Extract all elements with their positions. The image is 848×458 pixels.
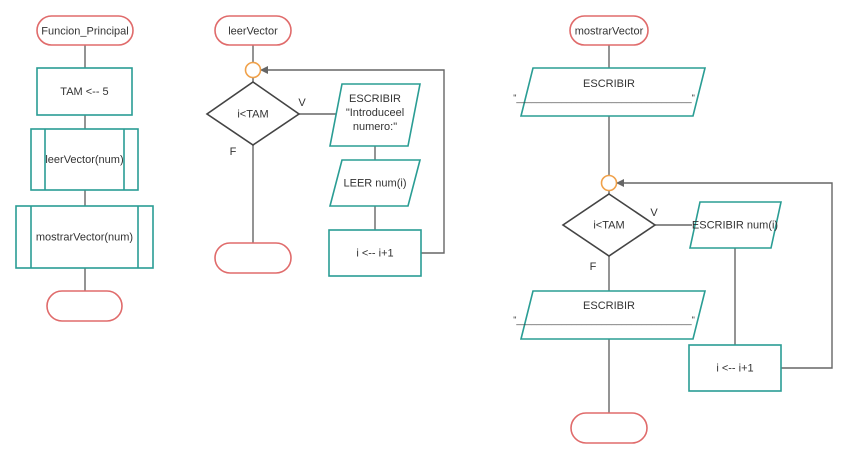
- read-increment-process: [328, 229, 422, 277]
- show-title: mostrarVector: [575, 26, 644, 38]
- read-input-label: LEER num(i): [344, 178, 407, 190]
- write-bottom-separator-io: [519, 290, 707, 340]
- read-false-label: F: [230, 146, 237, 158]
- write-prompt-line2: "Introduceel: [346, 107, 404, 119]
- read-loop-connector: [244, 61, 262, 79]
- write-top-line2: "___________________________________": [513, 93, 695, 103]
- call-read-vector-subprocess: [30, 128, 139, 191]
- write-item-io: [689, 201, 782, 249]
- call-read-vector-label: leerVector(num): [45, 154, 123, 166]
- main-flowchart: Funcion_Principal TAM <-- 5 leerVector(n…: [15, 15, 154, 322]
- show-increment-process: [688, 344, 782, 392]
- show-vector-flowchart: mostrarVector ESCRIBIR "________________…: [513, 15, 833, 444]
- loop-back-line: [616, 179, 833, 369]
- assign-tam-label: TAM <-- 5: [60, 86, 108, 98]
- read-condition-label: i<TAM: [237, 109, 268, 121]
- show-true-label: V: [650, 207, 658, 219]
- main-title: Funcion_Principal: [41, 26, 128, 38]
- show-increment-label: i <-- i+1: [716, 363, 753, 375]
- read-increment-label: i <-- i+1: [356, 248, 393, 260]
- show-start-terminator: [569, 15, 649, 46]
- show-condition-decision: [561, 193, 657, 257]
- loop-back-line: [260, 66, 445, 254]
- write-bottom-line1: ESCRIBIR: [583, 300, 635, 312]
- main-end-terminator: [46, 290, 123, 322]
- read-true-label: V: [298, 97, 306, 109]
- write-bottom-line2: "___________________________________": [513, 315, 695, 325]
- read-input-io: [328, 159, 422, 207]
- call-show-vector-subprocess: [15, 205, 154, 269]
- write-item-label: ESCRIBIR num(i): [692, 220, 778, 232]
- write-prompt-line3: numero:": [353, 121, 397, 133]
- write-top-line1: ESCRIBIR: [583, 78, 635, 90]
- write-prompt-io: [329, 83, 421, 147]
- write-top-separator-io: [519, 67, 707, 117]
- read-end-terminator: [214, 242, 292, 274]
- show-false-label: F: [590, 261, 597, 273]
- read-title: leerVector: [228, 26, 278, 38]
- read-vector-flowchart: leerVector i<TAM V F ESCRIBIR "Introduce…: [205, 15, 445, 277]
- main-start-terminator: [36, 15, 134, 46]
- assign-tam-process: [36, 67, 133, 116]
- show-condition-label: i<TAM: [593, 220, 624, 232]
- call-show-vector-label: mostrarVector(num): [36, 232, 133, 244]
- write-prompt-line1: ESCRIBIR: [349, 93, 401, 105]
- read-start-terminator: [214, 15, 292, 46]
- show-end-terminator: [570, 412, 648, 444]
- read-condition-decision: [205, 81, 301, 146]
- show-loop-connector: [600, 174, 618, 192]
